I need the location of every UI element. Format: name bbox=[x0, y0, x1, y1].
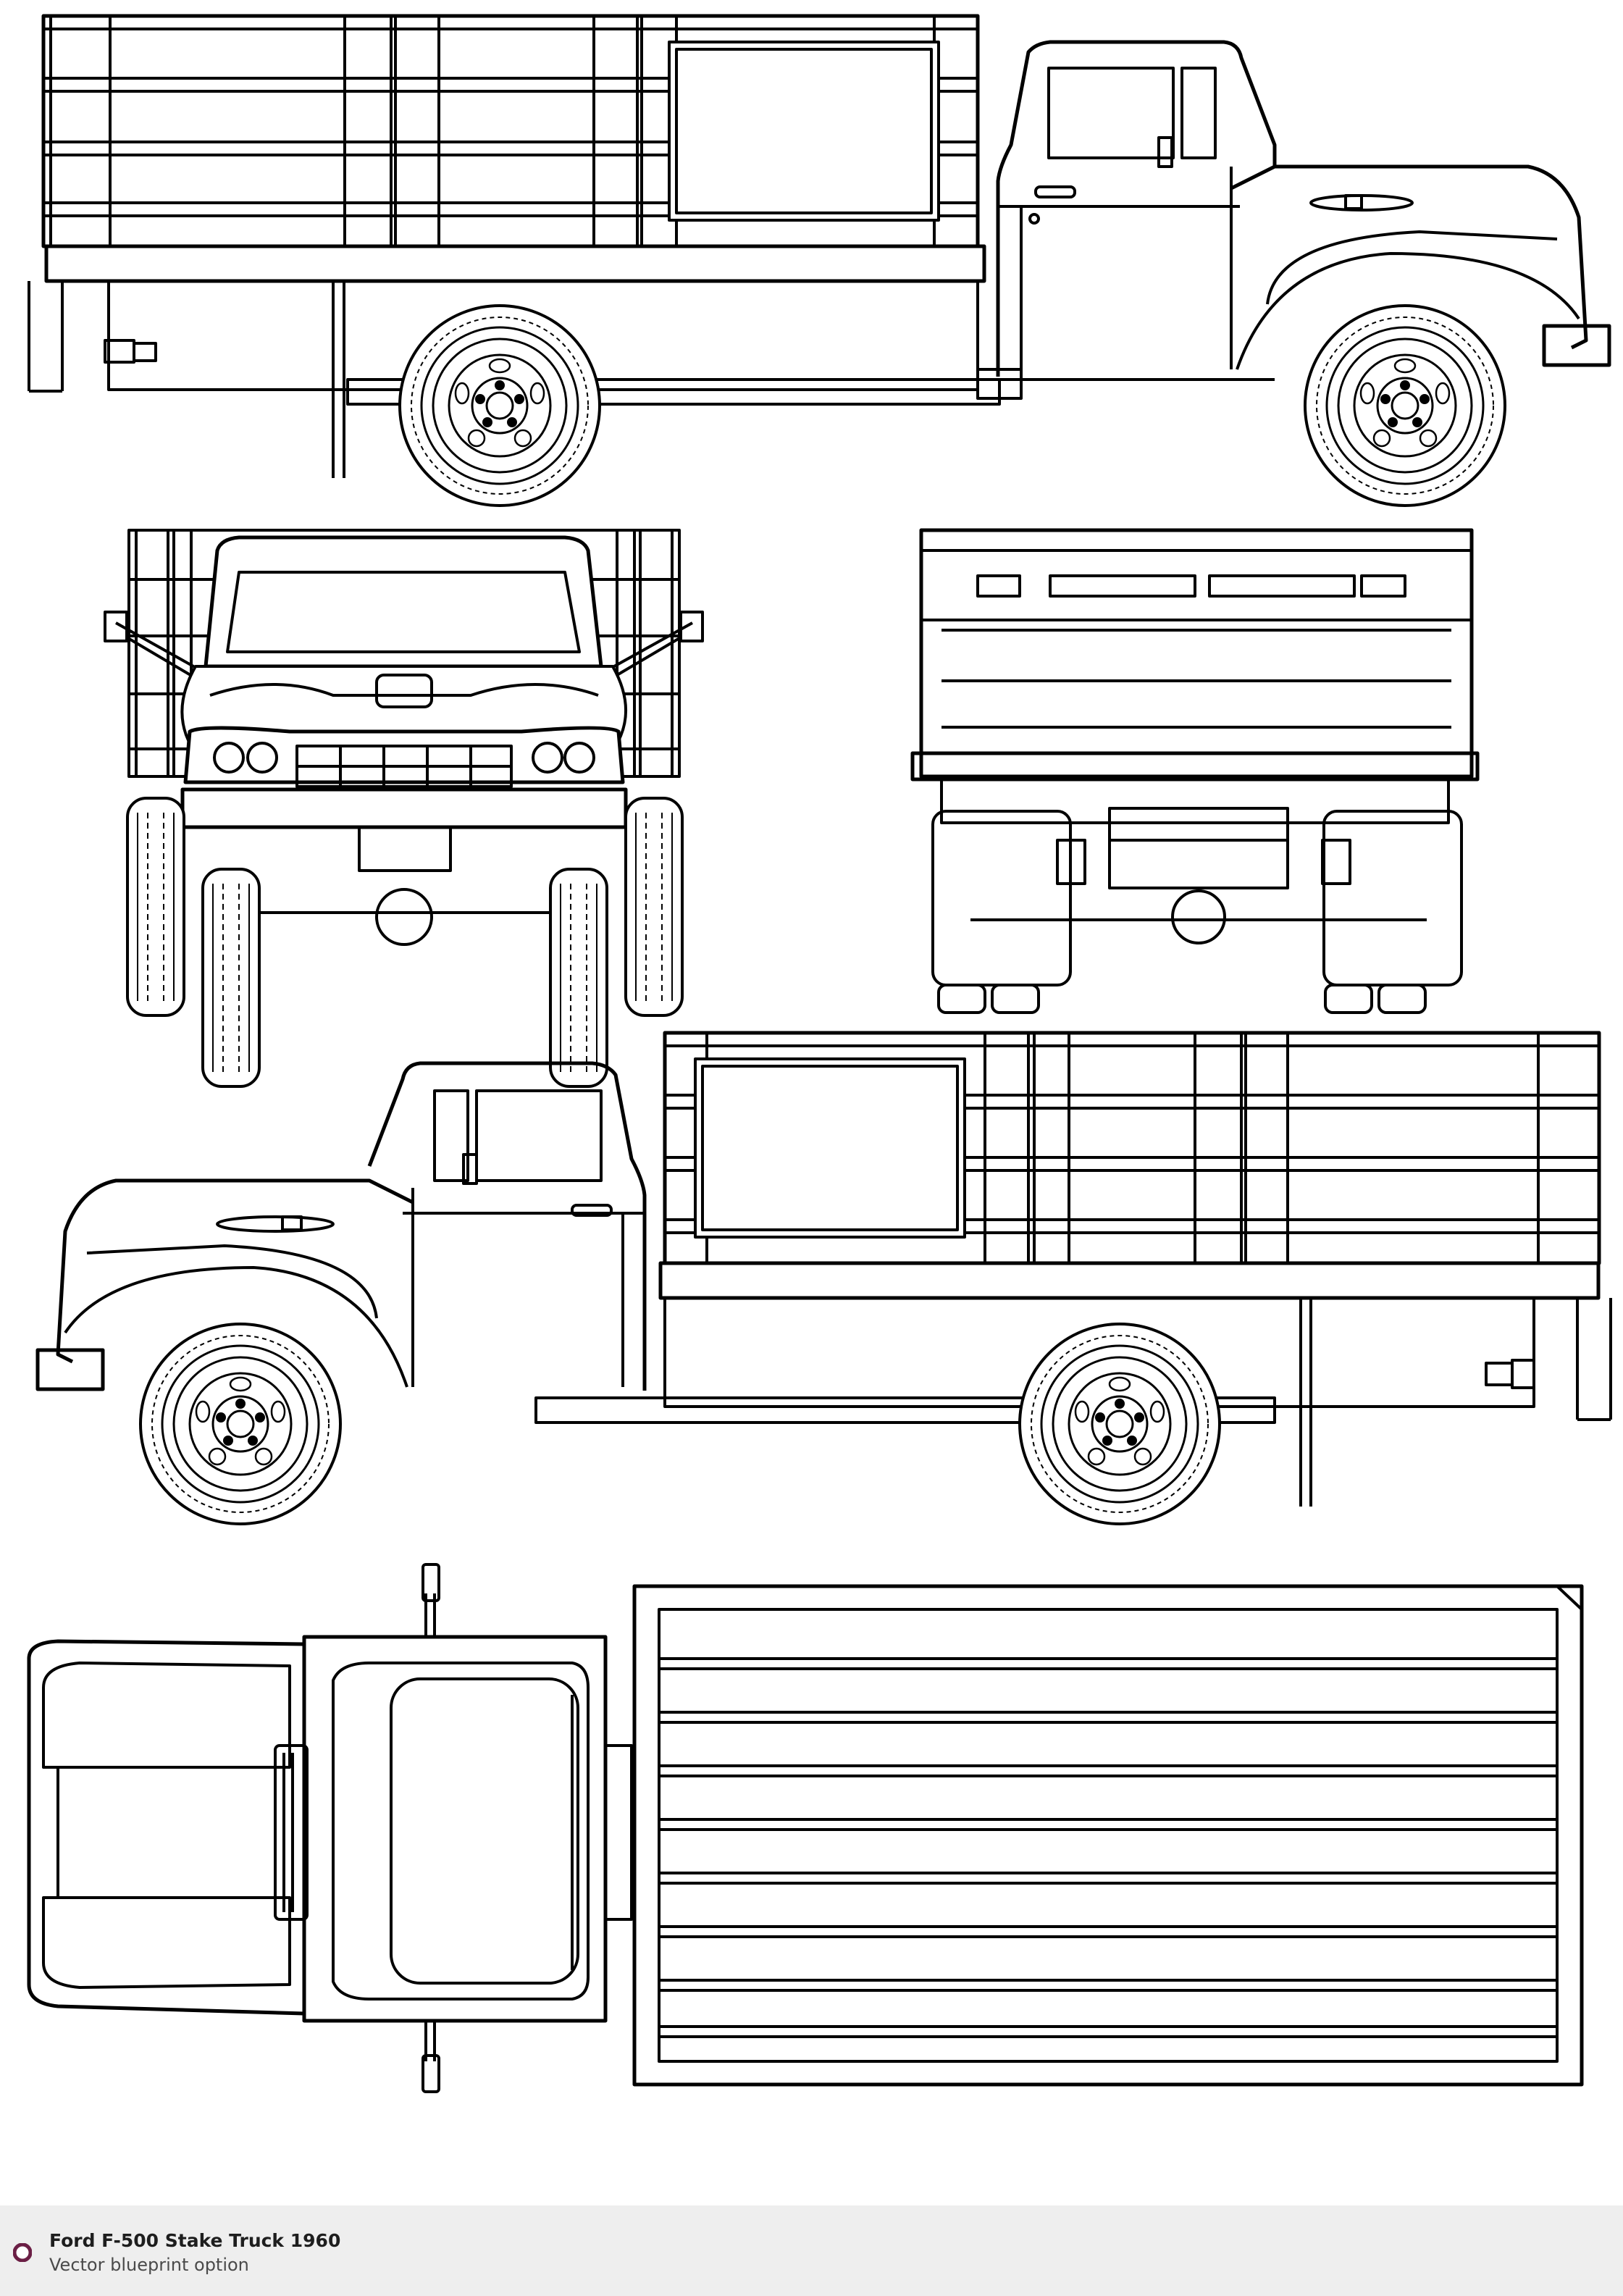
blueprint-subtitle: Vector blueprint option bbox=[49, 2255, 249, 2275]
blueprint-canvas bbox=[27, 14, 1612, 2093]
rear-view bbox=[910, 528, 1480, 1014]
front-view bbox=[104, 529, 704, 1088]
blueprint-title: Ford F-500 Stake Truck 1960 bbox=[49, 2230, 341, 2251]
right-side-view bbox=[35, 1031, 1612, 1525]
footer-bar: Ford F-500 Stake Truck 1960 Vector bluep… bbox=[0, 2205, 1623, 2296]
left-side-view bbox=[28, 14, 1611, 507]
top-view bbox=[27, 1563, 1584, 2093]
brand-logo-icon bbox=[13, 2243, 32, 2262]
